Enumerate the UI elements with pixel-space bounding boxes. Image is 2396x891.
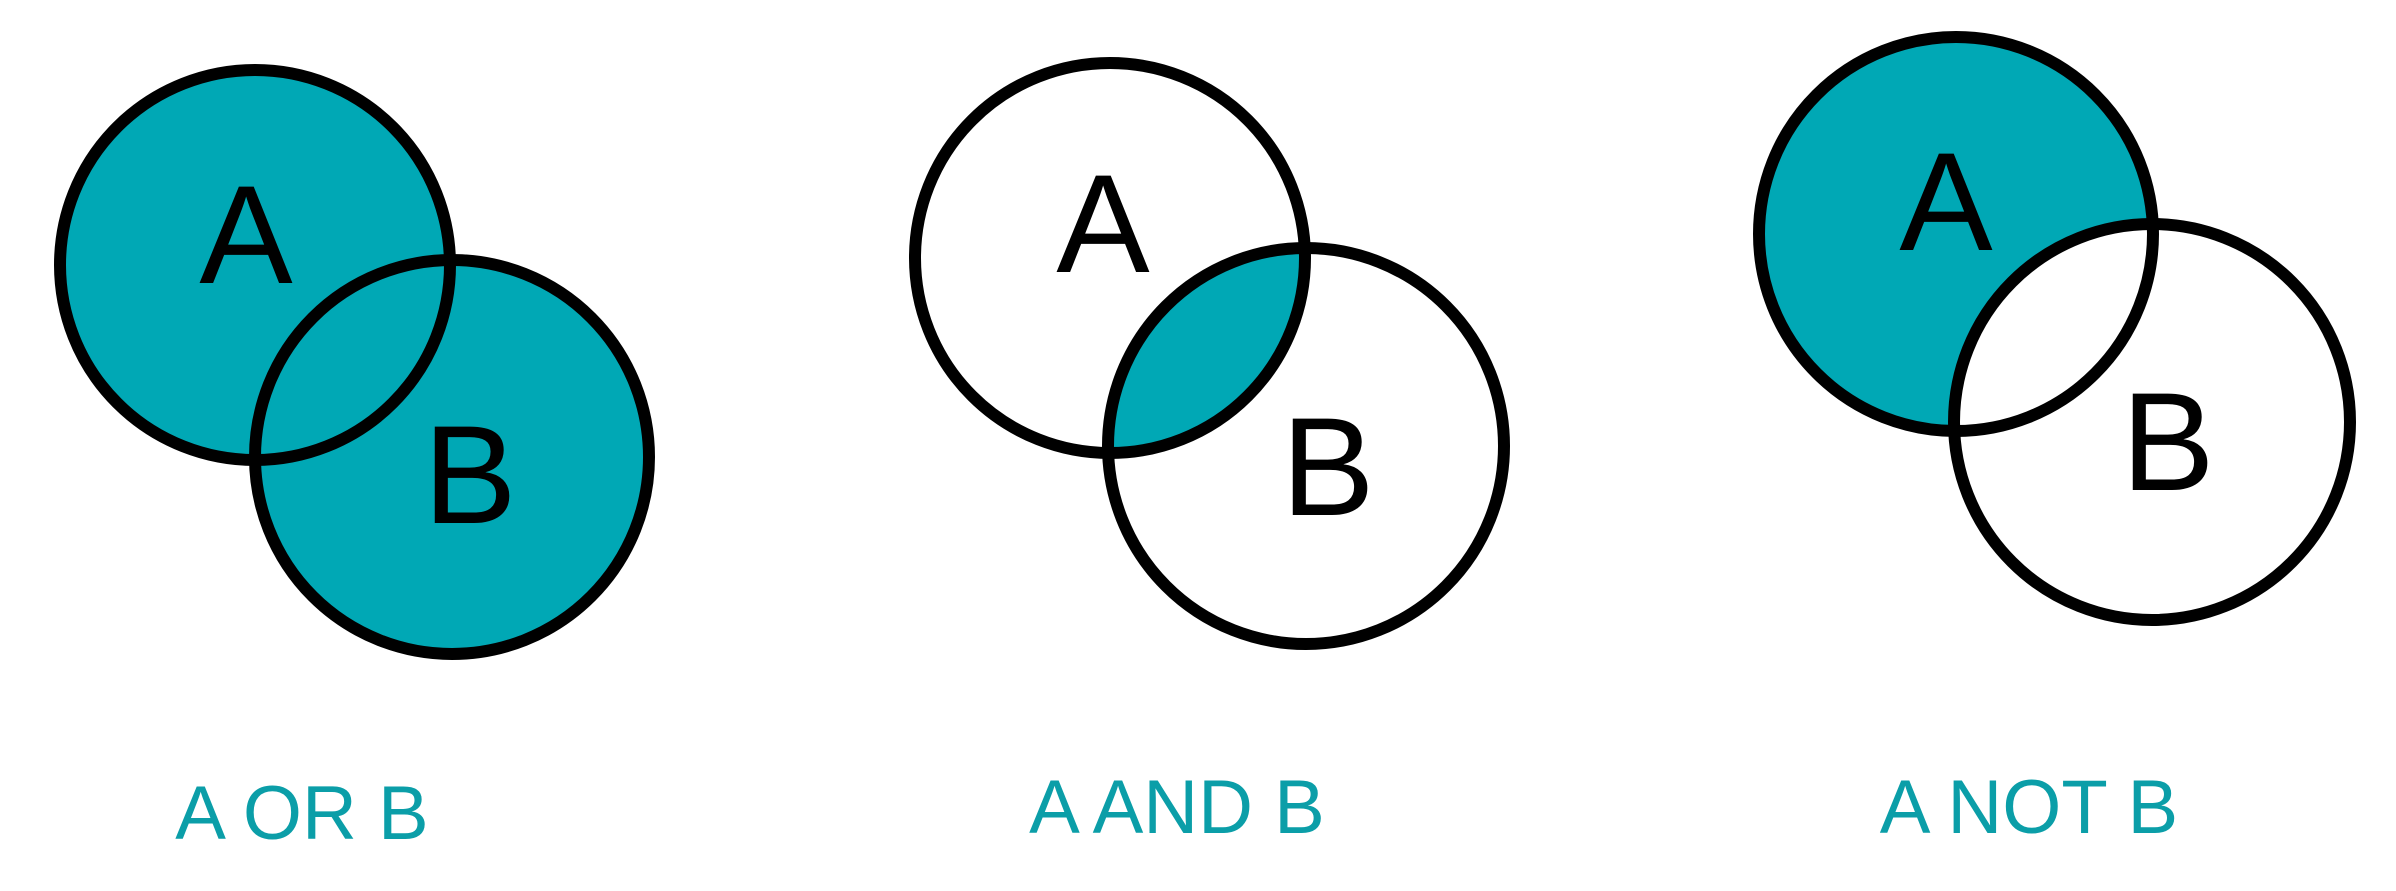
circle-a-label: A [1899,123,1993,280]
venn-a-or-b: A B A OR B [54,64,655,856]
difference-fill [1759,37,2153,431]
caption-a-and-b: A AND B [1029,765,1325,850]
venn-a-and-b: A B A AND B [909,57,1510,850]
circle-a-label: A [199,156,293,313]
intersection-fill [1108,248,1305,453]
caption-a-not-b: A NOT B [1880,765,2178,850]
circle-b-outline [1948,218,2356,626]
circle-b-outline [249,254,655,660]
circle-b-label: B [1281,388,1374,545]
circle-b-label: B [2121,363,2214,520]
circle-b-label: B [423,396,516,553]
circle-a-label: A [1056,145,1150,302]
circle-b-fill [255,260,649,654]
circle-b-outline [1102,242,1510,650]
venn-a-not-b: A B A NOT B [1753,31,2356,850]
caption-a-or-b: A OR B [175,771,428,856]
